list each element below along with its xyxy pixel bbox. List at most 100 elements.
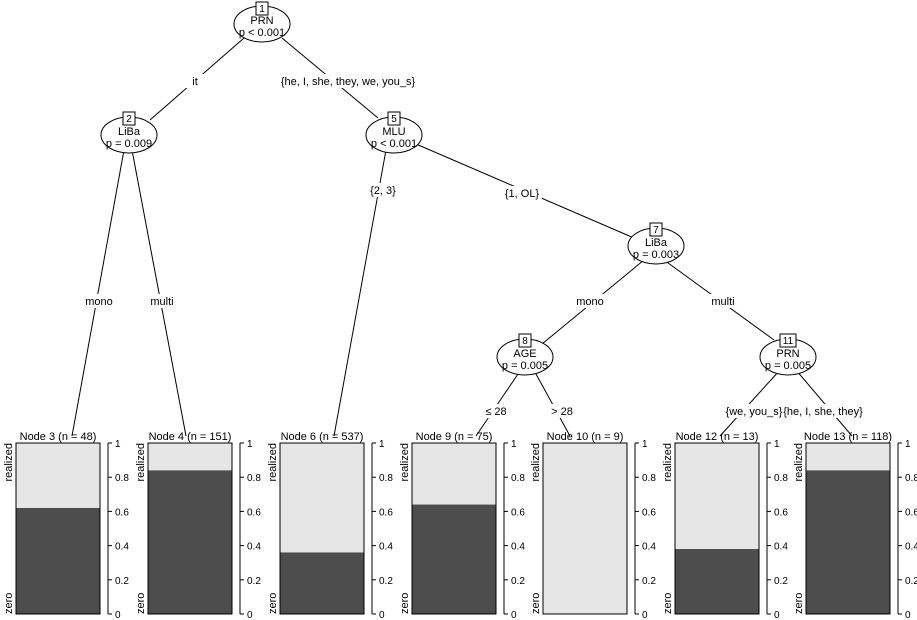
edge-label-multi-left: multi [150, 296, 173, 308]
axis-label-realized: realized [3, 443, 15, 482]
node-p-value: p = 0.009 [106, 138, 152, 150]
y-axis-tick-label: 0 [379, 610, 385, 620]
panel-frame [805, 442, 891, 615]
node-id: 8 [522, 336, 528, 347]
node-p-value: p < 0.001 [371, 138, 417, 150]
y-axis-tick-label: 0.2 [774, 576, 788, 587]
node-p-value: p = 0.005 [502, 360, 548, 372]
y-axis-tick-label: 0.4 [774, 542, 788, 553]
y-axis-tick-label: 0.2 [905, 576, 917, 587]
y-axis-tick-label: 0 [247, 610, 253, 620]
inner-node-1: 1 PRN p < 0.001 [233, 1, 291, 43]
node-id: 11 [783, 336, 794, 347]
edge-label-age-le-28: ≤ 28 [485, 406, 506, 418]
y-axis-tick-label: 0.4 [905, 542, 917, 553]
y-axis-tick-label: 0.8 [379, 473, 393, 484]
edge-label-multi-right: multi [711, 296, 734, 308]
node-id: 7 [653, 225, 659, 236]
y-axis-tick-label: 0.6 [379, 507, 393, 518]
node-p-value: p < 0.001 [239, 27, 285, 39]
y-axis-tick-label: 0.8 [247, 473, 261, 484]
edge-11-12 [719, 369, 781, 437]
node-id: 5 [391, 114, 397, 125]
y-axis-tick-label: 0.6 [247, 507, 261, 518]
edge-11-13 [795, 369, 853, 437]
axis-label-realized: realized [530, 443, 542, 482]
bar-realized [806, 443, 890, 471]
axis-label-realized: realized [135, 443, 147, 482]
y-axis-tick-label: 1 [905, 439, 911, 450]
axis-label-realized: realized [267, 443, 279, 482]
y-axis-tick-label: 0.6 [115, 507, 129, 518]
axis-label-realized: realized [399, 443, 411, 482]
edge-label-he-i-she-they: {he, I, she, they} [783, 406, 863, 418]
terminal-node-label: Node 6 (n = 537) [281, 431, 364, 443]
y-axis-tick-label: 0.8 [115, 473, 129, 484]
edge-2-3 [71, 149, 125, 437]
axis-label-zero: zero [3, 593, 15, 614]
terminal-node-label: Node 13 (n = 118) [804, 431, 892, 443]
inner-node-8: 8 AGE p = 0.005 [496, 333, 554, 376]
bar-zero [806, 470, 890, 614]
y-axis-tick-label: 0.6 [774, 507, 788, 518]
inner-node-2: 2 LiBa p = 0.009 [100, 111, 158, 154]
axis-label-realized: realized [662, 443, 674, 482]
axis-label-zero: zero [399, 593, 411, 614]
axis-label-zero: zero [530, 593, 542, 614]
inner-node-5: 5 MLU p < 0.001 [365, 111, 423, 154]
bar-realized [16, 443, 100, 508]
bar-realized [148, 443, 232, 471]
y-axis-tick-label: 0 [642, 610, 648, 620]
terminal-node-panel: Node 9 (n = 75)realizedzero00.20.40.60.8… [399, 431, 525, 620]
y-axis-tick-label: 0.4 [247, 542, 261, 553]
bar-zero [412, 504, 496, 614]
terminal-node-panel: Node 13 (n = 118)realizedzero00.20.40.60… [793, 431, 917, 620]
y-axis-tick-label: 1 [774, 439, 780, 450]
panel-frame [147, 442, 233, 615]
node-p-value: p = 0.003 [633, 249, 679, 261]
y-axis-tick-label: 0 [774, 610, 780, 620]
edge-label-mlu-2-3: {2, 3} [370, 185, 396, 197]
y-axis-tick-label: 0.2 [379, 576, 393, 587]
y-axis-tick-label: 0.2 [115, 576, 129, 587]
terminal-node-panel: Node 6 (n = 537)realizedzero00.20.40.60.… [267, 431, 393, 620]
y-axis-tick-label: 0.6 [642, 507, 656, 518]
y-axis-tick-label: 0.4 [379, 542, 393, 553]
edge-label-age-gt-28: > 28 [551, 406, 573, 418]
edge-5-6 [333, 149, 387, 437]
inner-node-7: 7 LiBa p = 0.003 [627, 222, 685, 265]
y-axis-tick-label: 0.4 [115, 542, 129, 553]
node-p-value: p = 0.005 [765, 360, 811, 372]
node-variable: LiBa [118, 126, 141, 138]
tree-edges [71, 37, 853, 437]
bar-zero [675, 549, 759, 614]
y-axis-tick-label: 0.8 [774, 473, 788, 484]
bar-realized [675, 443, 759, 550]
edge-label-mono-right: mono [576, 296, 604, 308]
edge-label-it: it [192, 76, 198, 88]
y-axis-tick-label: 0.2 [247, 576, 261, 587]
node-variable: PRN [250, 15, 273, 27]
terminal-node-label: Node 12 (n = 13) [676, 431, 759, 443]
y-axis-tick-label: 0 [115, 610, 121, 620]
bar-zero [280, 552, 364, 614]
terminal-panels: Node 3 (n = 48)realizedzero00.20.40.60.8… [3, 431, 917, 620]
edge-label-mlu-1-ol: {1, OL} [505, 188, 540, 200]
y-axis-tick-label: 1 [247, 439, 253, 450]
bar-zero [148, 470, 232, 614]
axis-label-zero: zero [135, 593, 147, 614]
y-axis-tick-label: 1 [115, 439, 121, 450]
bar-zero [16, 507, 100, 614]
y-axis-tick-label: 0.4 [642, 542, 656, 553]
node-variable: MLU [382, 126, 405, 138]
node-id: 1 [259, 4, 265, 15]
terminal-node-label: Node 10 (n = 9) [547, 431, 624, 443]
terminal-node-label: Node 9 (n = 75) [416, 431, 493, 443]
terminal-node-panel: Node 4 (n = 151)realizedzero00.20.40.60.… [135, 431, 261, 620]
y-axis-tick-label: 0.8 [905, 473, 917, 484]
terminal-node-panel: Node 10 (n = 9)realizedzero00.20.40.60.8… [530, 431, 656, 620]
axis-label-realized: realized [793, 443, 805, 482]
y-axis-tick-label: 0.6 [511, 507, 525, 518]
panel-frame [674, 442, 760, 615]
